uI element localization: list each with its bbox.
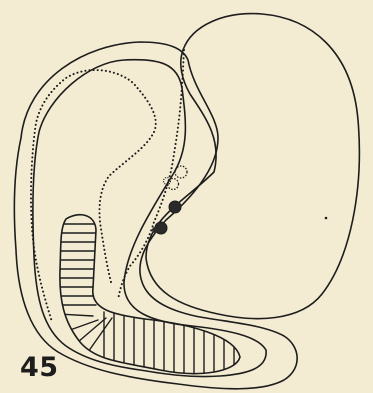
figure-number: 45: [20, 354, 59, 381]
granule-dark-1: [169, 201, 181, 213]
granule-speck: [325, 217, 328, 220]
granule-dark-3: [152, 227, 158, 233]
band-stripes: [55, 224, 234, 380]
granule-cluster: [152, 166, 327, 234]
